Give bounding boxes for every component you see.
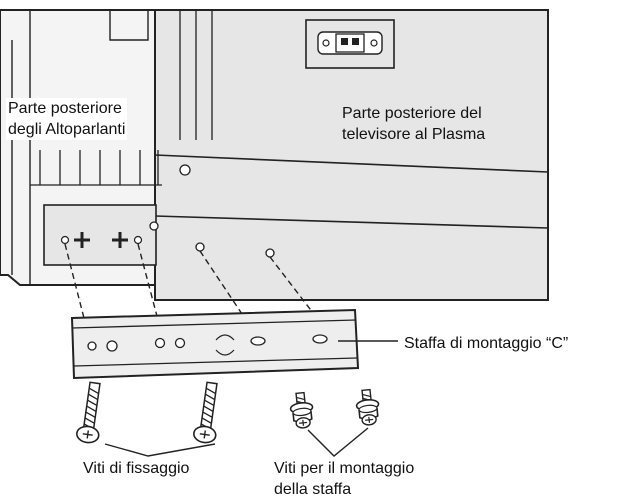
mounting-bracket-c [70, 308, 360, 380]
speaker-rear [0, 9, 162, 286]
label-fixing-screws: Viti di fissaggio [83, 460, 190, 477]
tv-rear-panel [154, 9, 549, 301]
label-bracket: Staffa di montaggio “C” [404, 335, 569, 352]
screw-callout-lines [104, 427, 369, 457]
label-mounting-screws: Viti per il montaggio della staffa [274, 460, 415, 498]
fixing-screw-right [191, 380, 224, 445]
label-speaker-rear: Parte posteriore degli Altoparlanti [6, 98, 128, 140]
mounting-screw-right [354, 388, 382, 427]
fixing-screw-left [74, 380, 107, 445]
label-tv-rear: Parte posteriore del televisore al Plasm… [342, 105, 486, 143]
tv-connector [305, 19, 395, 69]
mounting-screw-left [288, 391, 316, 430]
